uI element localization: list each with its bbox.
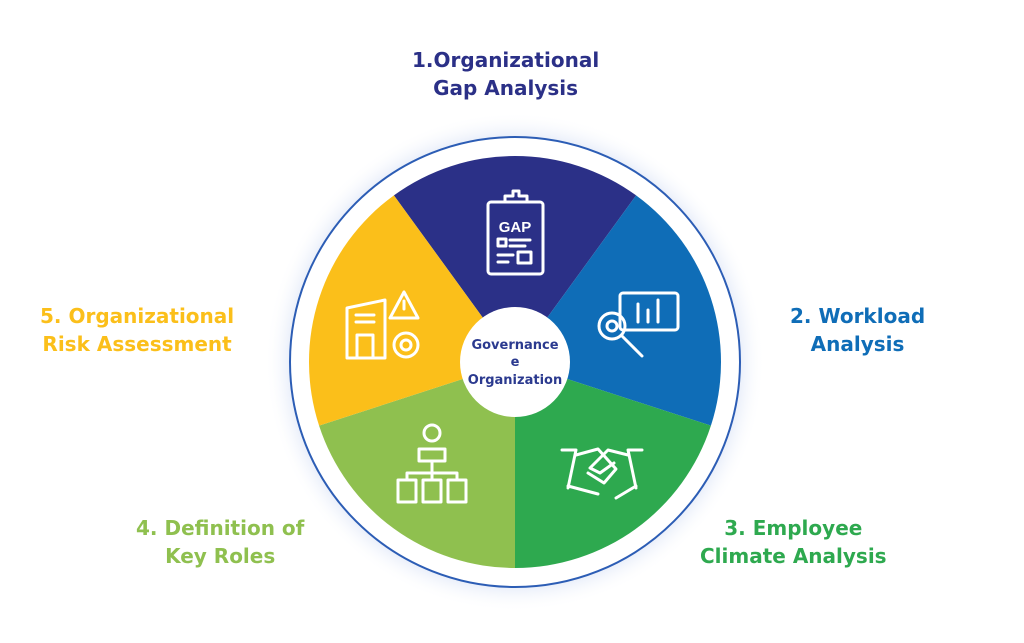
label-line2: Key Roles [165, 544, 276, 568]
label-line1: 5. Organizational [40, 304, 235, 328]
handshake-icon [560, 447, 644, 500]
org-chart-icon [396, 423, 468, 504]
center-label-line3: Organization [468, 373, 562, 388]
segment-organizational-gap-analysis [393, 156, 637, 362]
center-label-line1: Governance [471, 338, 558, 353]
gap-clipboard-icon: GAP [486, 189, 545, 276]
label-organizational-risk-assessment: 5. Organizational Risk Assessment [40, 302, 234, 358]
center-hub [460, 307, 570, 417]
building-risk-icon [345, 290, 420, 360]
label-line2: Gap Analysis [433, 76, 579, 100]
analytics-magnifier-icon [597, 291, 680, 358]
label-line2: Risk Assessment [42, 332, 232, 356]
label-line1: 4. Definition of [136, 516, 305, 540]
label-line2: Climate Analysis [700, 544, 887, 568]
label-workload-analysis: 2. Workload Analysis [790, 302, 925, 358]
svg-text:GAP: GAP [499, 219, 532, 236]
label-line1: 1.Organizational [412, 48, 600, 72]
label-employee-climate-analysis: 3. Employee Climate Analysis [700, 514, 887, 570]
label-line1: 3. Employee [724, 516, 863, 540]
label-line1: 2. Workload [790, 304, 926, 328]
segment-definition-of-key-roles [319, 362, 515, 568]
label-definition-of-key-roles: 4. Definition of Key Roles [136, 514, 304, 570]
center-label-line2: e [511, 355, 520, 370]
label-organizational-gap-analysis: 1.Organizational Gap Analysis [412, 46, 599, 102]
label-line2: Analysis [810, 332, 905, 356]
